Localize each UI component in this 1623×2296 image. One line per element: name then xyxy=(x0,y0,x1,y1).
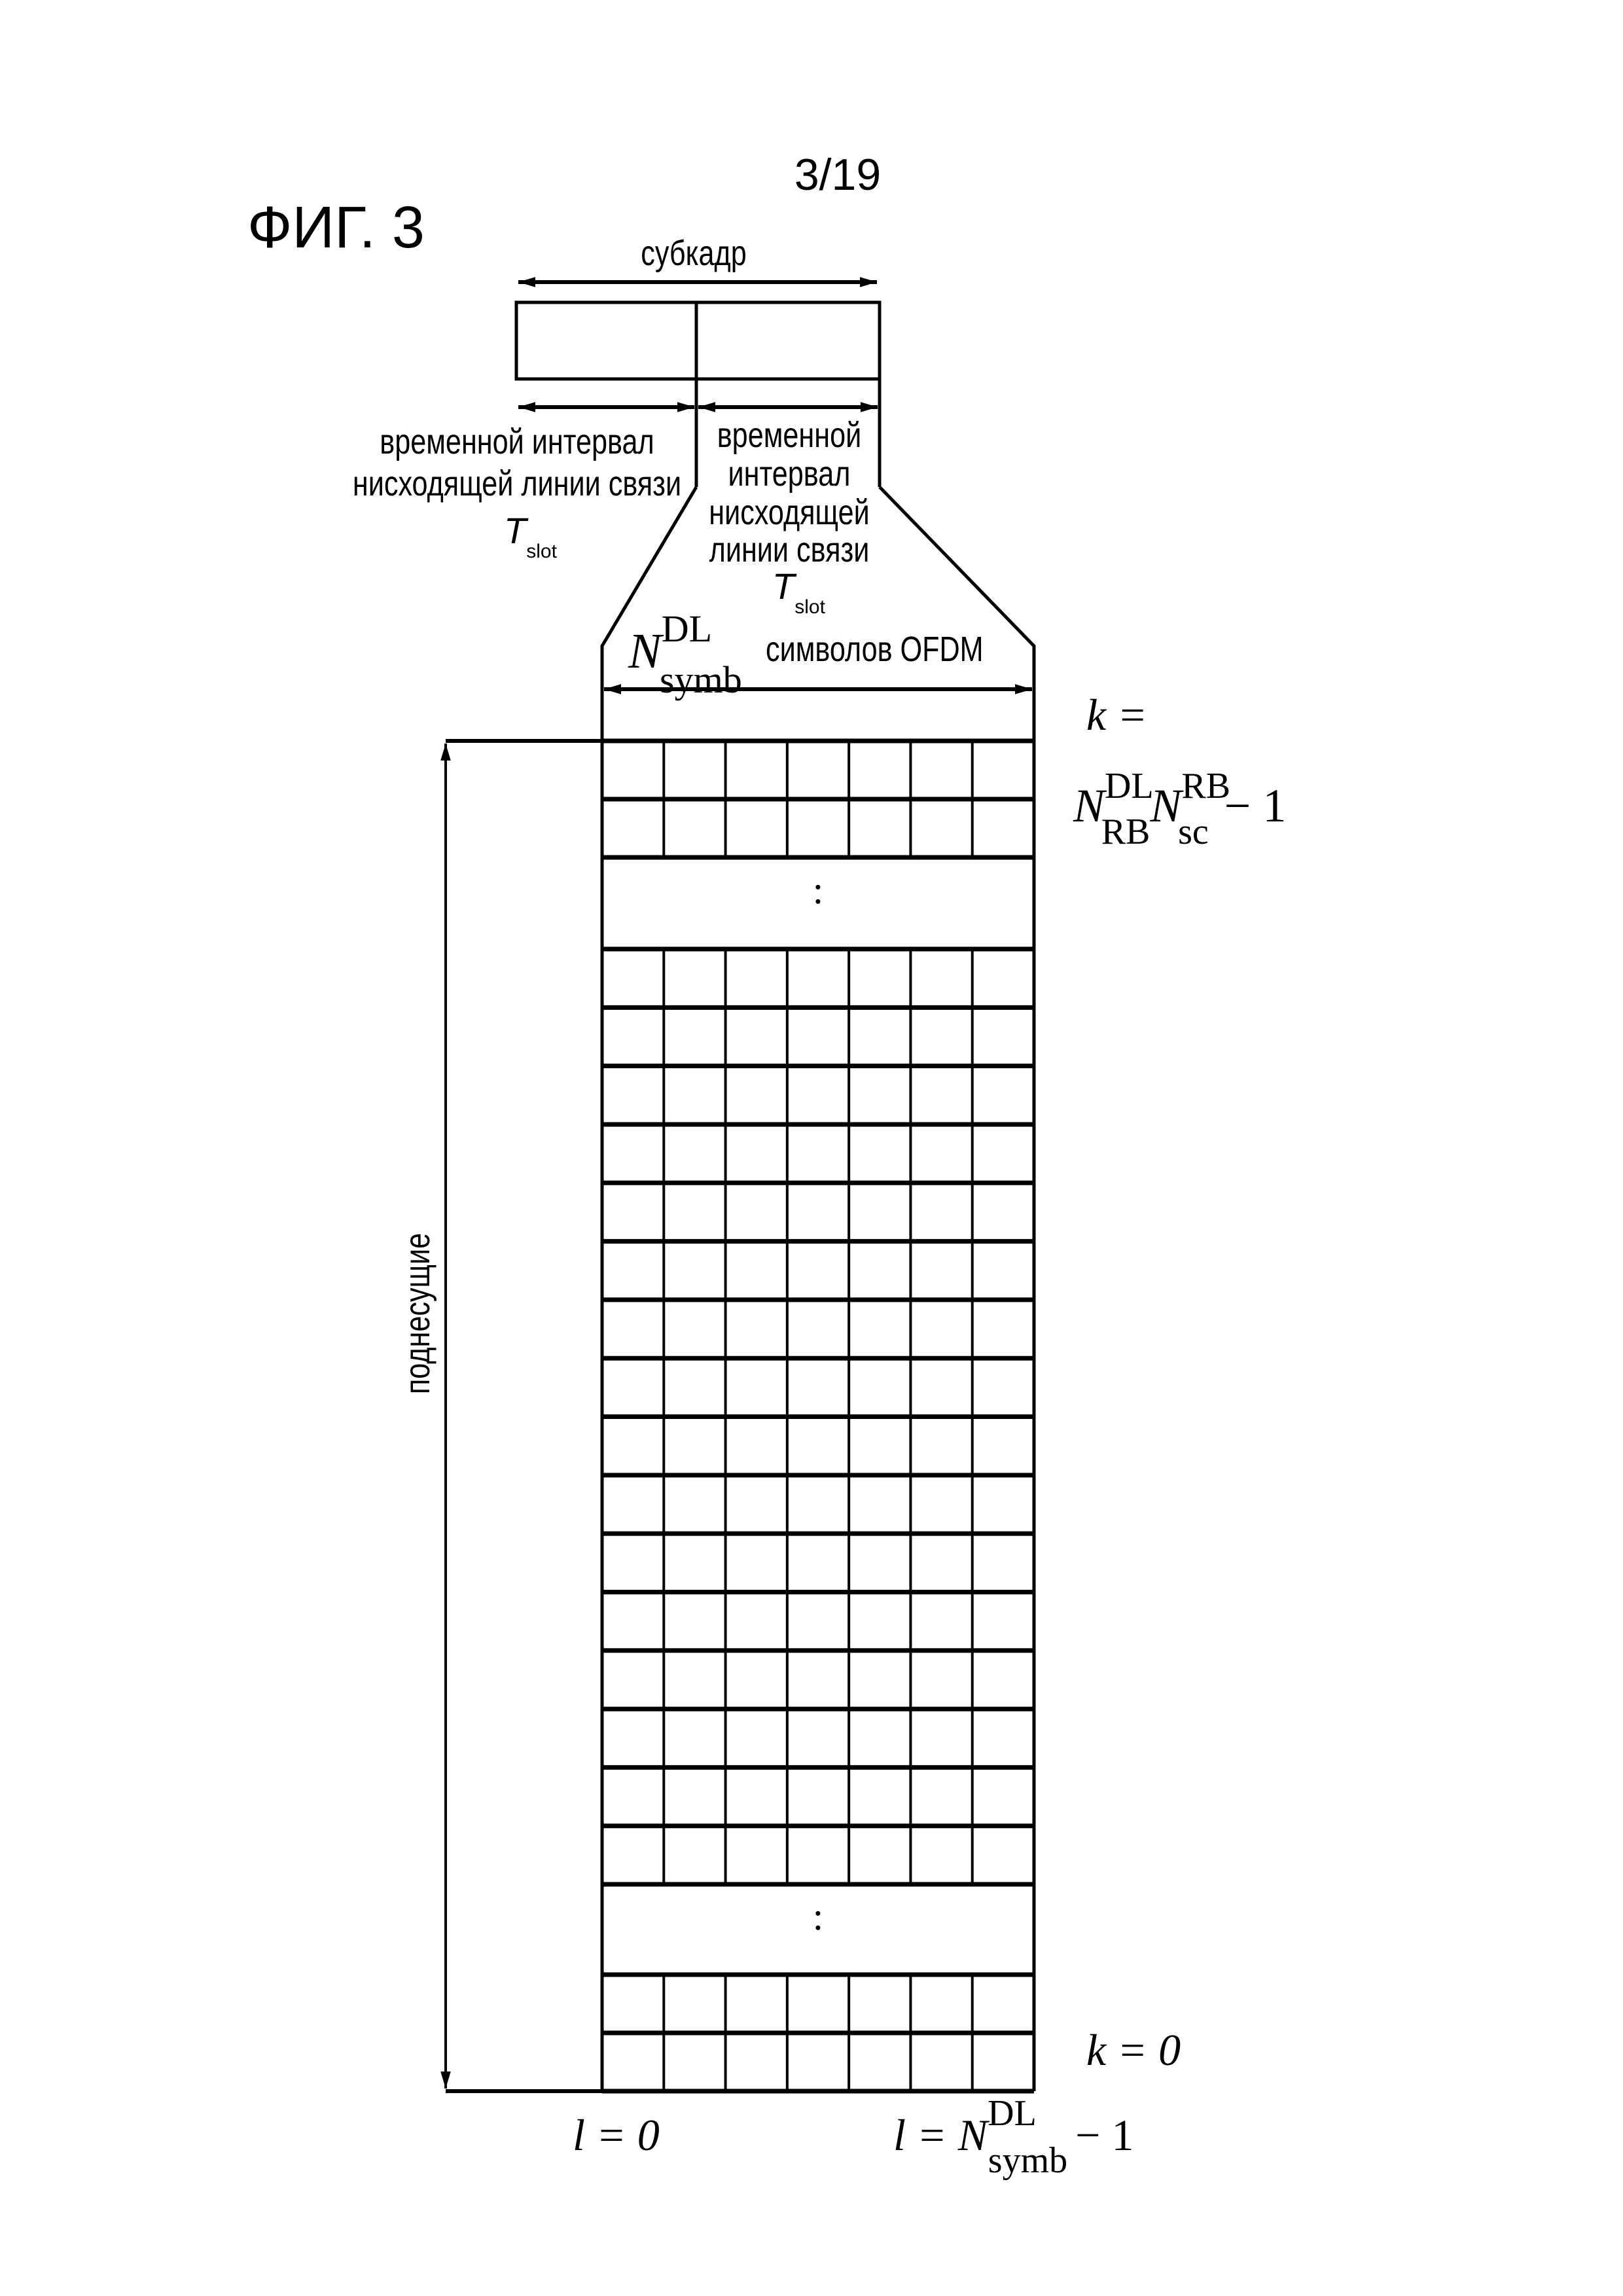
k-bottom-label: k = 0 xyxy=(1086,2025,1181,2075)
slot-right-tslot: Tslot xyxy=(772,565,826,618)
slot-right-line-1: временной xyxy=(717,416,861,456)
slot-left-label: временной интервал нисходящей линии связ… xyxy=(353,423,681,504)
subcarriers-axis-label: поднесущие xyxy=(399,1233,438,1394)
zoom-outline-left xyxy=(600,486,698,741)
l-first-label: l = 0 xyxy=(573,2110,660,2160)
slot-left-tslot: Tslot xyxy=(504,510,558,562)
ellipsis-top: : xyxy=(813,869,824,912)
slot-left-line-1: временной интервал xyxy=(380,423,654,462)
zoom-outline-right xyxy=(878,486,1036,741)
slot-right-label: временной интервал нисходящей линии связ… xyxy=(709,416,869,570)
slot-right-line-2: интервал xyxy=(728,455,851,494)
ellipsis-bottom: : xyxy=(813,1895,824,1938)
figure-label: ФИГ. 3 xyxy=(247,195,425,260)
slot-left-line-2: нисходящей линии связи xyxy=(353,465,681,504)
slot-right-line-4: линии связи xyxy=(709,531,870,570)
page-number: 3/19 xyxy=(794,150,881,200)
ofdm-symbols-text: символов OFDM xyxy=(766,630,984,670)
slot-right-line-3: нисходящей xyxy=(709,493,869,533)
resource-grid xyxy=(600,738,1036,2094)
k-top-prefix: k = xyxy=(1086,690,1147,740)
subframe-label: субкадр xyxy=(641,234,746,274)
